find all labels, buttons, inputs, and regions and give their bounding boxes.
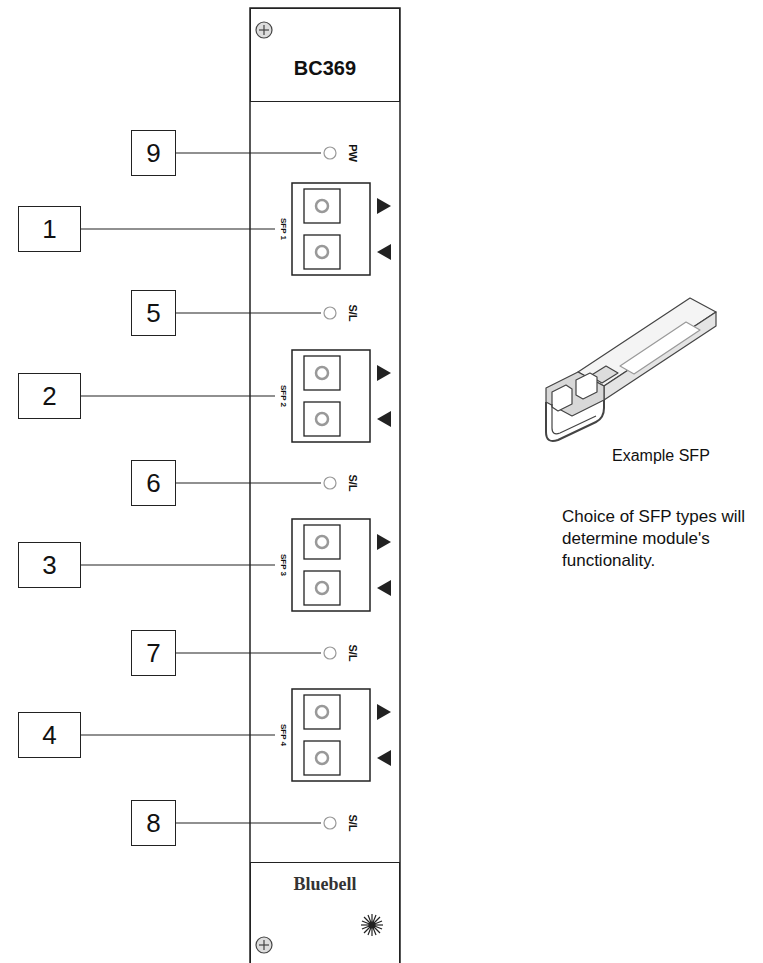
port-label: SFP 1 [279, 218, 287, 240]
module-label: Bluebell [293, 875, 356, 895]
callout-box: 7 [131, 630, 176, 676]
callout-number: 9 [146, 139, 160, 168]
callout-number: 3 [42, 551, 56, 580]
callout-box: 6 [131, 460, 176, 506]
laser-symbol [361, 914, 383, 936]
callout-number: 2 [42, 382, 56, 411]
led [324, 647, 336, 659]
led [324, 307, 336, 319]
callout-number: 1 [42, 215, 56, 244]
screw [256, 937, 272, 953]
port-label: SFP 2 [279, 385, 287, 407]
sfp-illustration [546, 298, 716, 441]
led-label: S/L [347, 474, 358, 491]
callout-box: 4 [18, 712, 81, 758]
led-label: S/L [347, 644, 358, 661]
callout-number: 8 [146, 809, 160, 838]
led-label: S/L [347, 814, 358, 831]
callout-number: 4 [42, 721, 56, 750]
sfp-cage [292, 350, 391, 442]
callout-number: 7 [146, 639, 160, 668]
leader-lines [81, 153, 321, 823]
callout-box: 5 [131, 290, 176, 336]
led [324, 477, 336, 489]
led [324, 817, 336, 829]
callout-box: 2 [18, 373, 81, 419]
led [324, 147, 336, 159]
footer-box: Bluebell [250, 862, 400, 963]
callout-box: 8 [131, 800, 176, 846]
callout-number: 5 [146, 299, 160, 328]
sfp-cage [292, 689, 391, 781]
caption-note: Choice of SFP types will determine modul… [562, 506, 758, 572]
callout-box: 1 [18, 206, 81, 252]
callout-number: 6 [146, 469, 160, 498]
faceplate [250, 8, 400, 963]
port-label: SFP 3 [279, 554, 287, 576]
port-label: SFP 4 [279, 724, 287, 746]
callout-box: 3 [18, 542, 81, 588]
led-label: PW [347, 144, 358, 162]
illustration-label: Example SFP [612, 446, 710, 467]
led-label: S/L [347, 304, 358, 321]
sfp-cage [292, 183, 391, 275]
callout-box: 9 [131, 130, 176, 176]
screw [256, 22, 272, 38]
header-box: BC369 [250, 8, 400, 102]
sfp-cage [292, 519, 391, 611]
module-label: BC369 [294, 57, 356, 79]
